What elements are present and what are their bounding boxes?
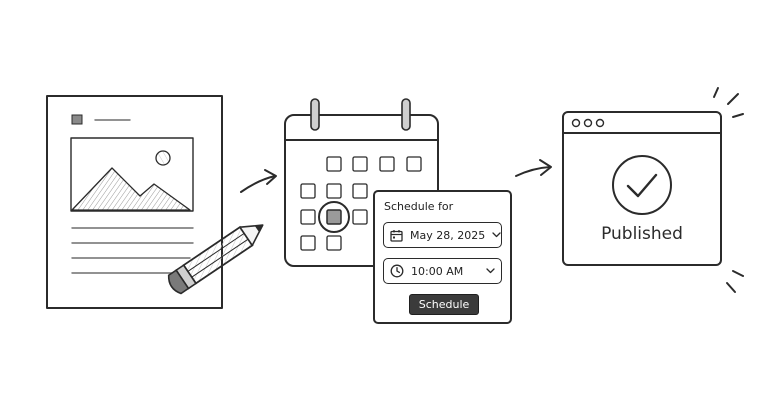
window-dot <box>595 118 605 128</box>
sparkle-icon <box>713 87 744 293</box>
chevron-down-icon <box>492 232 501 238</box>
document-logo-icon <box>71 114 83 125</box>
date-picker-field[interactable]: May 28, 2025 <box>383 222 502 248</box>
schedule-popup: Schedule for May 28, 2025 10:00 AM <box>373 190 512 324</box>
calendar-icon <box>390 229 403 242</box>
time-picker-field[interactable]: 10:00 AM <box>383 258 502 284</box>
calendar-day-grid <box>300 156 422 251</box>
window-dot <box>583 118 593 128</box>
arrow-icon <box>515 159 552 177</box>
arrow-icon <box>240 169 277 193</box>
window-dot <box>571 118 581 128</box>
pencil-icon <box>167 224 264 295</box>
schedule-button[interactable]: Schedule <box>409 294 479 315</box>
schedule-title: Schedule for <box>384 200 454 213</box>
document-page <box>46 95 223 309</box>
clock-icon <box>390 264 404 278</box>
binder-ring <box>310 98 411 131</box>
published-status-text: Published <box>601 224 683 244</box>
check-circle-icon <box>612 155 672 215</box>
chevron-down-icon <box>486 268 495 274</box>
selected-day-marker <box>318 201 350 233</box>
image-placeholder-icon <box>70 137 194 212</box>
time-value: 10:00 AM <box>411 264 464 278</box>
browser-window <box>562 111 722 266</box>
date-value: May 28, 2025 <box>410 228 486 242</box>
